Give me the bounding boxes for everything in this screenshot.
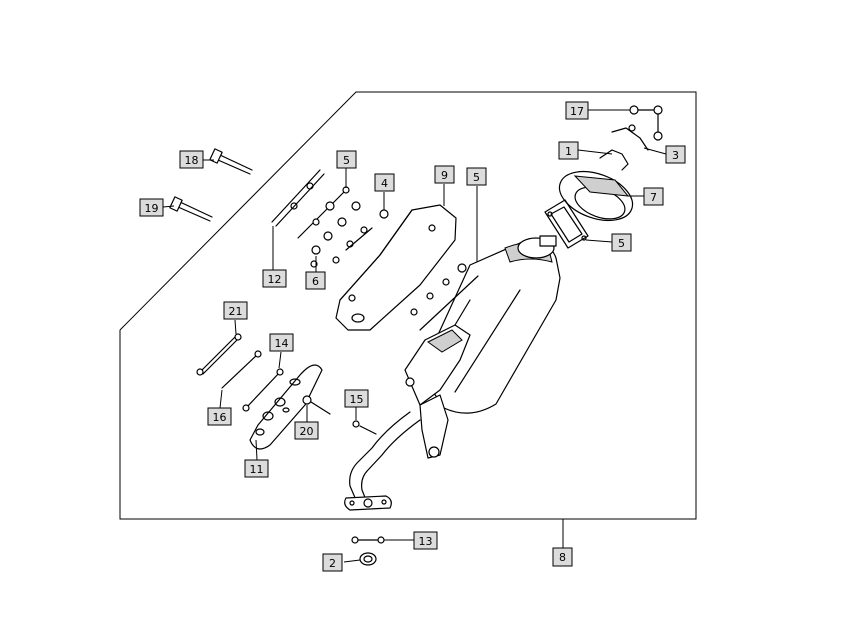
gasket-cap [544, 199, 589, 249]
svg-text:19: 19 [145, 202, 159, 215]
svg-text:5: 5 [473, 171, 480, 184]
callout-19: 19 [139, 198, 164, 217]
exhaust-pipe [344, 411, 421, 511]
svg-text:1: 1 [565, 145, 572, 158]
assembly-frame [119, 91, 697, 520]
muffler-body [419, 235, 561, 414]
callout-7: 7 [643, 187, 664, 206]
svg-text:8: 8 [559, 551, 566, 564]
callout-18: 18 [179, 150, 204, 169]
svg-text:12: 12 [268, 273, 282, 286]
end-cap [558, 170, 634, 222]
heat-shield-lower [249, 364, 323, 450]
callout-11: 11 [244, 459, 269, 478]
stud-16 [221, 350, 262, 389]
svg-text:3: 3 [672, 149, 679, 162]
nut-set-6 [310, 201, 361, 268]
callout-6: 6 [305, 271, 326, 290]
svg-text:5: 5 [343, 154, 350, 167]
callout-3: 3 [665, 145, 686, 164]
svg-text:16: 16 [213, 411, 227, 424]
callout-13: 13 [413, 531, 438, 550]
svg-text:15: 15 [350, 393, 364, 406]
stud-14 [242, 368, 284, 412]
svg-text:5: 5 [618, 237, 625, 250]
washer-15 [352, 420, 377, 435]
bolt-19 [169, 196, 213, 222]
callout-4: 4 [374, 173, 395, 192]
gasket-2 [359, 552, 377, 566]
svg-text:21: 21 [229, 305, 243, 318]
callout-17: 17 [565, 101, 589, 120]
svg-text:11: 11 [250, 463, 264, 476]
svg-text:6: 6 [312, 275, 319, 288]
callout-12: 12 [262, 269, 287, 288]
callout-16: 16 [207, 407, 232, 426]
svg-text:2: 2 [329, 557, 336, 570]
muffler-bracket [404, 324, 471, 459]
stud-21 [196, 333, 242, 376]
svg-text:17: 17 [570, 105, 584, 118]
callout-2: 2 [322, 553, 343, 572]
heat-shield-upper [335, 204, 457, 331]
svg-text:4: 4 [381, 177, 388, 190]
callout-21: 21 [223, 301, 248, 320]
svg-text:18: 18 [185, 154, 199, 167]
callout-8: 8 [552, 547, 573, 567]
callout-5-studs: 5 [466, 167, 487, 186]
callout-5-cap: 5 [611, 233, 632, 252]
stud-set-5b [410, 263, 479, 331]
leader-lines [162, 109, 667, 563]
callout-15: 15 [344, 389, 369, 408]
callout-1: 1 [558, 141, 579, 160]
callout-20: 20 [294, 421, 319, 440]
washer-set-5 [297, 186, 350, 239]
svg-text:9: 9 [441, 169, 448, 182]
callout-14: 14 [269, 333, 294, 352]
svg-text:20: 20 [300, 425, 314, 438]
callout-5-washers: 5 [336, 150, 357, 169]
svg-text:7: 7 [650, 191, 657, 204]
svg-text:14: 14 [275, 337, 289, 350]
bolt-18 [209, 148, 253, 175]
callout-9: 9 [434, 165, 455, 184]
stud-set-12 [271, 169, 325, 227]
bolt-20 [302, 395, 331, 415]
clamp-13 [351, 536, 385, 544]
svg-text:13: 13 [419, 535, 433, 548]
clamp-brackets [599, 105, 663, 171]
